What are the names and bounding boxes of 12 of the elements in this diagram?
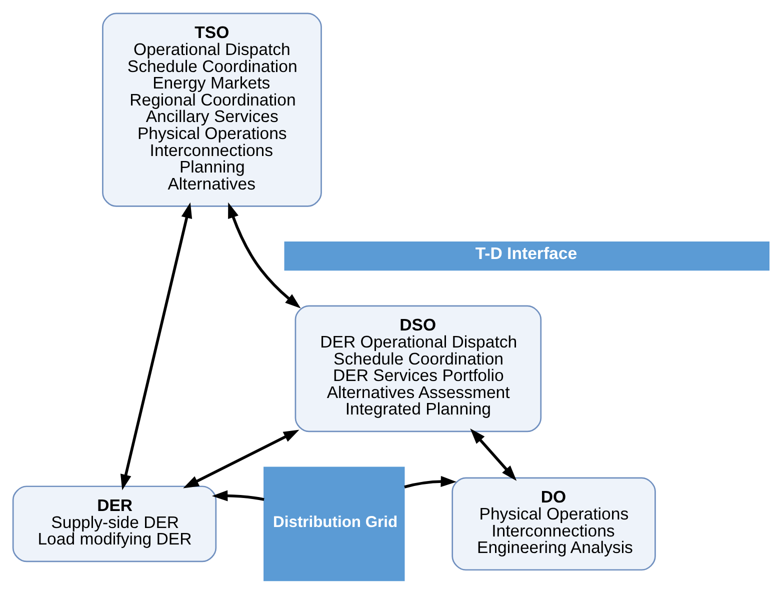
arrow — [183, 429, 300, 488]
arrow — [212, 490, 264, 501]
node-box: Distribution Grid — [264, 466, 405, 581]
arrow — [228, 202, 301, 308]
node-box: DER Supply-side DER Load modifying DER — [12, 485, 217, 562]
arrow — [470, 428, 517, 480]
arrow — [120, 202, 192, 490]
node-box: DSO DER Operational Dispatch Schedule Coordination DER Services Portfolio Alternatives Assessment Integrated Planning — [294, 304, 542, 432]
node-box: DO Physical Operations Interconnections Engineering Analysis — [452, 476, 656, 570]
arrow — [404, 475, 457, 488]
node-box: T-D Interface — [284, 241, 770, 270]
node-box: TSO Operational Dispatch Schedule Coordination Energy Markets Regional Coordination Ancillary Services Physical Operations Interconnections Planning Alternatives — [102, 12, 322, 206]
